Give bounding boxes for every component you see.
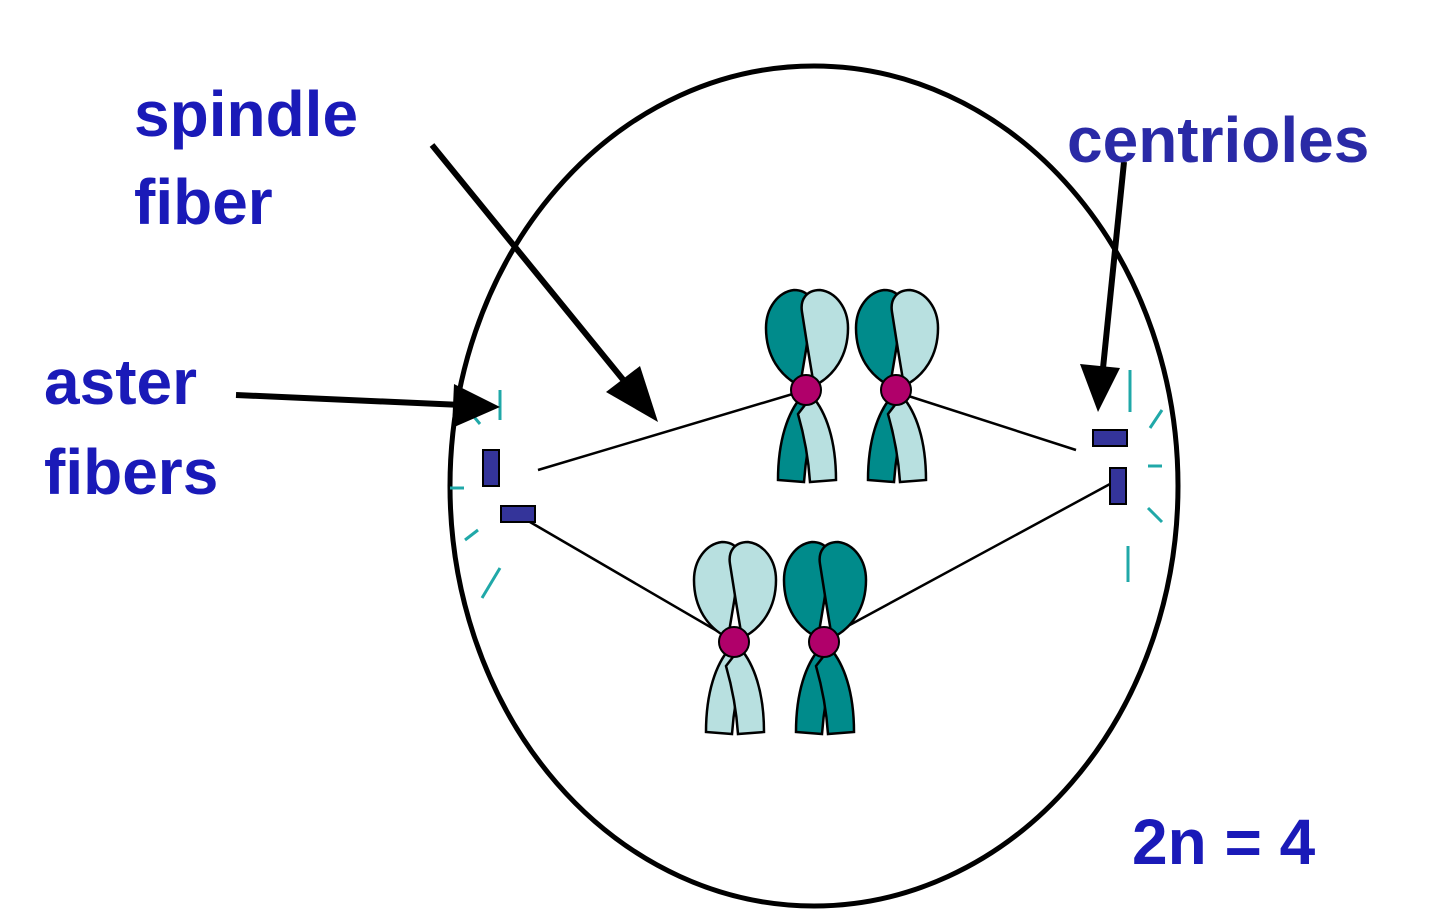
cell-membrane [447, 63, 1181, 909]
spindle-fiber-label: spindle fiber [134, 70, 358, 246]
spindle-fibers [529, 388, 1111, 644]
spindle-fiber-label-line-1: spindle [134, 78, 359, 150]
arrow-aster-fibers [235, 384, 500, 428]
aster-rays-right [1126, 370, 1164, 582]
aster-fibers-label: aster fibers [44, 337, 218, 517]
spindle-fiber-label-line-2: fiber [134, 166, 273, 238]
arrow-spindle-fiber [429, 143, 658, 422]
aster-fibers-label-line-1: aster [44, 346, 197, 418]
centromere [808, 626, 840, 658]
arrow-centrioles [1080, 161, 1127, 412]
centrioles-left [482, 449, 536, 523]
ploidy-label: 2n = 4 [1132, 806, 1316, 878]
centromere [718, 626, 750, 658]
aster-fibers-label-line-2: fibers [44, 436, 219, 508]
centromeres [718, 374, 912, 658]
centrioles-label: centrioles [1067, 104, 1370, 176]
centromere [880, 374, 912, 406]
centrioles-right [1092, 429, 1128, 505]
centromere [790, 374, 822, 406]
